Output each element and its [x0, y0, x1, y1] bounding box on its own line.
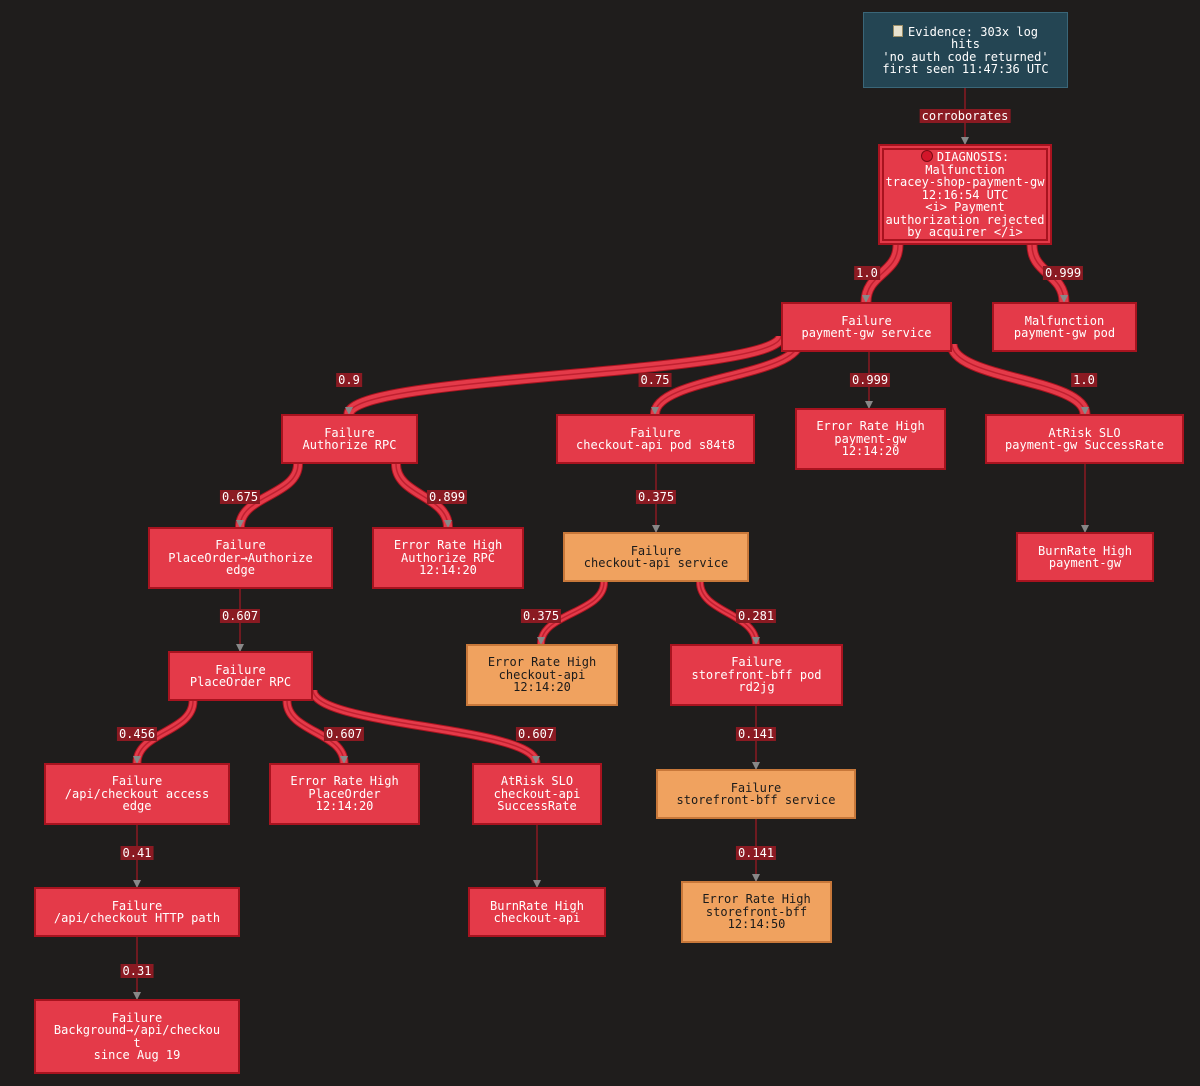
error-rate-checkout-api-node[interactable]: Error Rate High checkout-api 12:14:20 [466, 644, 618, 706]
edge-label: 0.75 [638, 373, 672, 387]
evidence-text: Evidence: 303x log hits 'no auth code re… [882, 24, 1049, 76]
edge-label: 0.607 [323, 727, 365, 741]
failure-storefront-bff-pod-node[interactable]: Failure storefront-bff pod rd2jg [670, 644, 843, 706]
error-rate-storefront-bff-node[interactable]: Error Rate High storefront-bff 12:14:50 [681, 881, 832, 943]
failure-api-checkout-access-edge-node[interactable]: Failure /api/checkout access edge [44, 763, 230, 825]
burnrate-payment-gw-node[interactable]: BurnRate High payment-gw [1016, 532, 1154, 582]
edge-label: 0.281 [735, 609, 777, 623]
edge-service-authorize-line [345, 335, 782, 415]
edge-label: 0.31 [120, 964, 154, 978]
edge-label: 0.456 [116, 727, 158, 741]
edge-label: 0.9 [336, 373, 362, 387]
edge-label: 0.141 [735, 846, 777, 860]
edge-authorize-error-rate-line [395, 463, 452, 528]
burnrate-checkout-api-node[interactable]: BurnRate High checkout-api [468, 887, 606, 937]
edge-label-corroborates: corroborates [919, 109, 1011, 123]
edge-label: 0.375 [635, 490, 677, 504]
edge-placeorder-access-edge-line [133, 700, 194, 764]
failure-api-checkout-http-path-node[interactable]: Failure /api/checkout HTTP path [34, 887, 240, 937]
edge-service-checkout-pod-line [651, 339, 801, 415]
atrisk-slo-checkout-api-node[interactable]: AtRisk SLO checkout-api SuccessRate [472, 763, 602, 825]
edge-label: 1.0 [854, 266, 880, 280]
failure-background-node[interactable]: Failure Background→/api/checkou t since … [34, 999, 240, 1074]
failure-placeorder-authorize-edge-node[interactable]: Failure PlaceOrder→Authorize edge [148, 527, 333, 589]
edge-checkout-service-error-rate-line [537, 581, 605, 645]
edge-checkout-service-bff-pod-line [699, 581, 760, 645]
atrisk-slo-payment-gw-node[interactable]: AtRisk SLO payment-gw SuccessRate [985, 414, 1184, 464]
error-rate-payment-gw-node[interactable]: Error Rate High payment-gw 12:14:20 [795, 408, 946, 470]
failure-placeorder-rpc-node[interactable]: Failure PlaceOrder RPC [168, 651, 313, 701]
edge-label: 0.607 [219, 609, 261, 623]
edge-label: 0.999 [1042, 266, 1084, 280]
edge-label: 0.375 [520, 609, 562, 623]
edge-label: 1.0 [1071, 373, 1097, 387]
error-rate-placeorder-node[interactable]: Error Rate High PlaceOrder 12:14:20 [269, 763, 420, 825]
edge-label: 0.607 [515, 727, 557, 741]
edge-label: 0.999 [849, 373, 891, 387]
malfunction-payment-gw-pod-node[interactable]: Malfunction payment-gw pod [992, 302, 1137, 352]
diagnosis-node[interactable]: DIAGNOSIS: Malfunction tracey-shop-payme… [878, 144, 1052, 245]
evidence-node[interactable]: Evidence: 303x log hits 'no auth code re… [863, 12, 1068, 88]
diagnosis-text: DIAGNOSIS: Malfunction tracey-shop-payme… [885, 150, 1045, 240]
edge-label: 0.899 [426, 490, 468, 504]
error-rate-authorize-rpc-node[interactable]: Error Rate High Authorize RPC 12:14:20 [372, 527, 524, 589]
failure-checkout-api-pod-node[interactable]: Failure checkout-api pod s84t8 [556, 414, 755, 464]
red-circle-icon [920, 150, 933, 163]
edge-label: 0.141 [735, 727, 777, 741]
edge-label: 0.675 [219, 490, 261, 504]
edge-authorize-placeorder-edge-line [236, 463, 299, 528]
failure-checkout-api-service-node[interactable]: Failure checkout-api service [563, 532, 749, 582]
failure-payment-gw-service-node[interactable]: Failure payment-gw service [781, 302, 952, 352]
failure-authorize-rpc-node[interactable]: Failure Authorize RPC [281, 414, 418, 464]
edge-placeorder-slo-line [312, 689, 540, 764]
edge-label: 0.41 [120, 846, 154, 860]
edge-diagnosis-service-line [862, 244, 899, 303]
edge-placeorder-error-rate-line [286, 700, 348, 764]
edge-service-slo-line [951, 343, 1089, 415]
failure-storefront-bff-service-node[interactable]: Failure storefront-bff service [656, 769, 856, 819]
clipboard-icon [892, 24, 903, 37]
